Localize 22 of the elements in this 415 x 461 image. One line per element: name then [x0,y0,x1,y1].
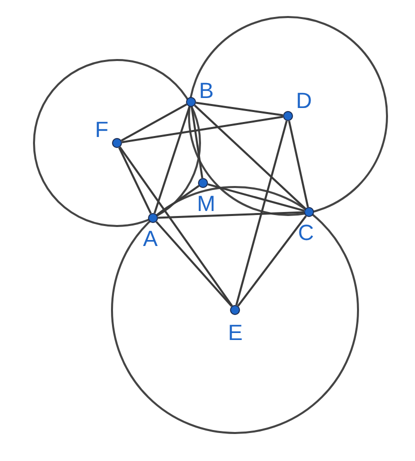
point-label: C [298,222,314,244]
point-label: A [143,228,158,250]
line-segment [235,120,288,306]
line-segment [120,104,188,142]
line-segment [156,221,232,307]
point-label: F [95,119,108,141]
line-segment [190,106,204,178]
line-segment [158,211,304,219]
line-segment [288,120,309,208]
point-label: B [199,80,214,102]
line-segment [156,185,200,216]
line-segment [154,106,190,214]
line-segment [237,215,307,307]
line-segment [122,116,284,144]
point-label: E [228,322,243,344]
line-segment [118,147,152,214]
line-segment [194,104,306,210]
line-segment [119,146,233,306]
line-segment [196,102,284,116]
point-label: D [296,90,312,112]
point-label: M [197,193,216,215]
line-segment [208,183,304,212]
